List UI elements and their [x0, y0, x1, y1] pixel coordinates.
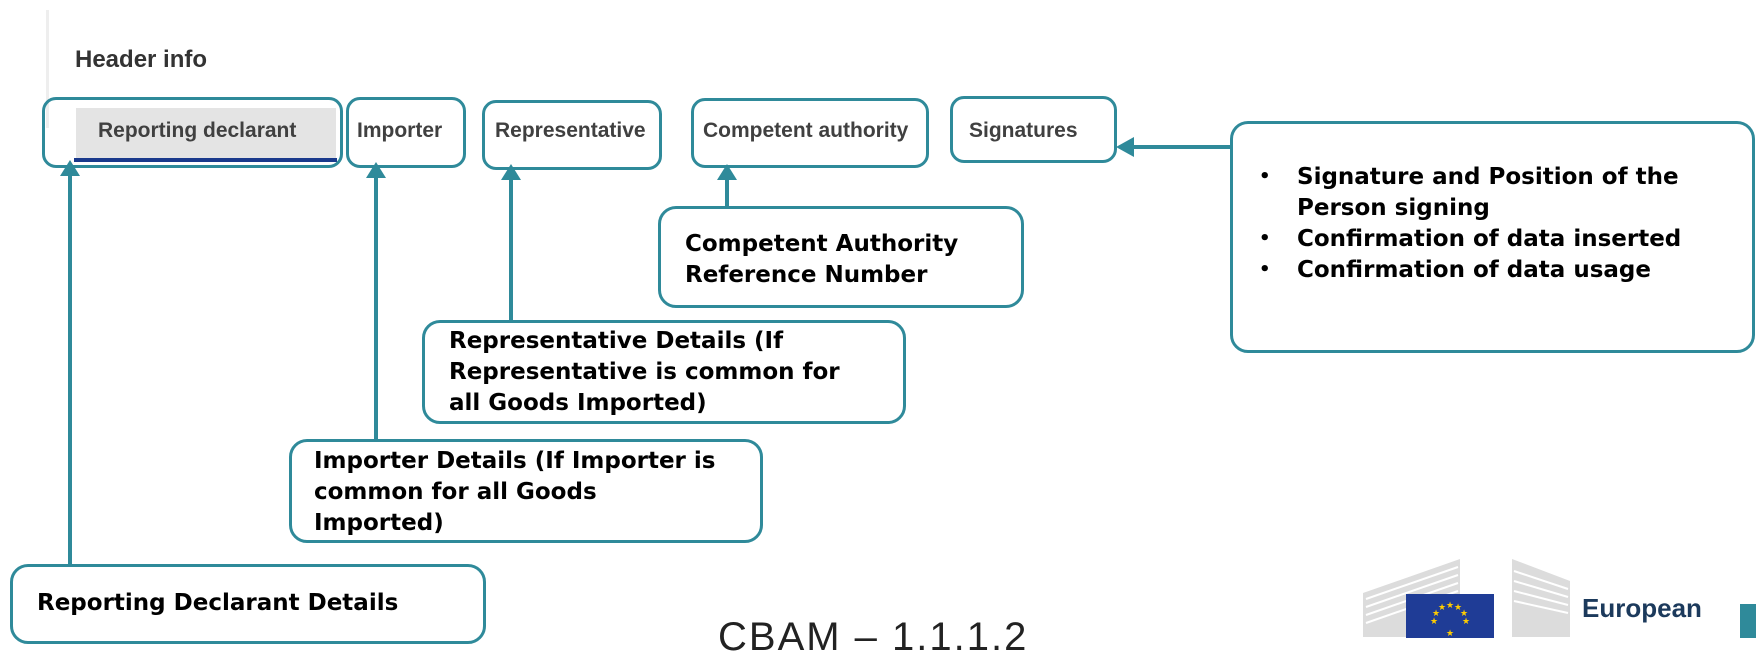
- connector-representative: [509, 172, 513, 322]
- list-item: •Confirmation of data inserted: [1259, 226, 1682, 252]
- tab-signatures[interactable]: Signatures: [969, 119, 1078, 142]
- highlight-signatures-tab: [950, 96, 1117, 163]
- callout-representative: Representative Details (If Representativ…: [422, 320, 906, 424]
- callout-importer: Importer Details (If Importer is common …: [289, 439, 763, 543]
- callout-reporting-declarant: Reporting Declarant Details: [10, 564, 486, 644]
- list-item: •Signature and Position of the Person si…: [1259, 164, 1679, 221]
- callout-signatures: •Signature and Position of the Person si…: [1230, 121, 1755, 353]
- highlight-importer-tab: [346, 97, 466, 168]
- connector-reporting-declarant: [68, 170, 72, 564]
- arrowhead-importer: [366, 162, 386, 178]
- callout-representative-text: Representative Details (If Representativ…: [449, 328, 840, 416]
- page-edge-tab: [1740, 604, 1756, 638]
- highlight-competent-authority-tab: [691, 98, 929, 168]
- panel-divider: [46, 10, 49, 128]
- eu-flag-icon: ★★★ ★★★ ★★: [1406, 594, 1494, 638]
- callout-competent-authority: Competent Authority Reference Number: [658, 206, 1024, 308]
- connector-importer: [374, 170, 378, 440]
- tab-importer[interactable]: Importer: [357, 119, 443, 142]
- signatures-list: •Signature and Position of the Person si…: [1233, 162, 1752, 286]
- callout-reporting-declarant-text: Reporting Declarant Details: [37, 590, 399, 616]
- tab-active-background: [76, 108, 336, 160]
- svg-text:★: ★: [1454, 603, 1462, 613]
- header-info-title: Header info: [75, 46, 208, 73]
- callout-importer-text: Importer Details (If Importer is common …: [314, 448, 716, 536]
- connector-competent-authority: [725, 172, 729, 210]
- arrowhead-competent-authority: [717, 164, 737, 180]
- svg-text:★: ★: [1462, 617, 1470, 627]
- tab-reporting-declarant[interactable]: Reporting declarant: [98, 119, 297, 142]
- arrowhead-representative: [501, 164, 521, 180]
- svg-text:★: ★: [1432, 609, 1440, 619]
- active-tab-underline: [74, 158, 337, 162]
- arrowhead-signatures: [1116, 137, 1134, 157]
- svg-text:★: ★: [1438, 603, 1446, 613]
- highlight-reporting-declarant-tab: [42, 97, 343, 168]
- highlight-representative-tab: [482, 100, 662, 170]
- svg-text:★: ★: [1446, 601, 1454, 611]
- tab-competent-authority[interactable]: Competent authority: [703, 119, 909, 142]
- arrowhead-reporting-declarant: [60, 160, 80, 176]
- svg-text:★: ★: [1430, 617, 1438, 627]
- svg-text:★: ★: [1446, 629, 1454, 638]
- connector-signatures: [1132, 145, 1232, 149]
- tab-representative[interactable]: Representative: [495, 119, 646, 142]
- logo-text: European: [1582, 593, 1702, 623]
- svg-text:★: ★: [1460, 609, 1468, 619]
- callout-competent-authority-text: Competent Authority Reference Number: [685, 231, 959, 288]
- list-item: •Confirmation of data usage: [1259, 257, 1651, 283]
